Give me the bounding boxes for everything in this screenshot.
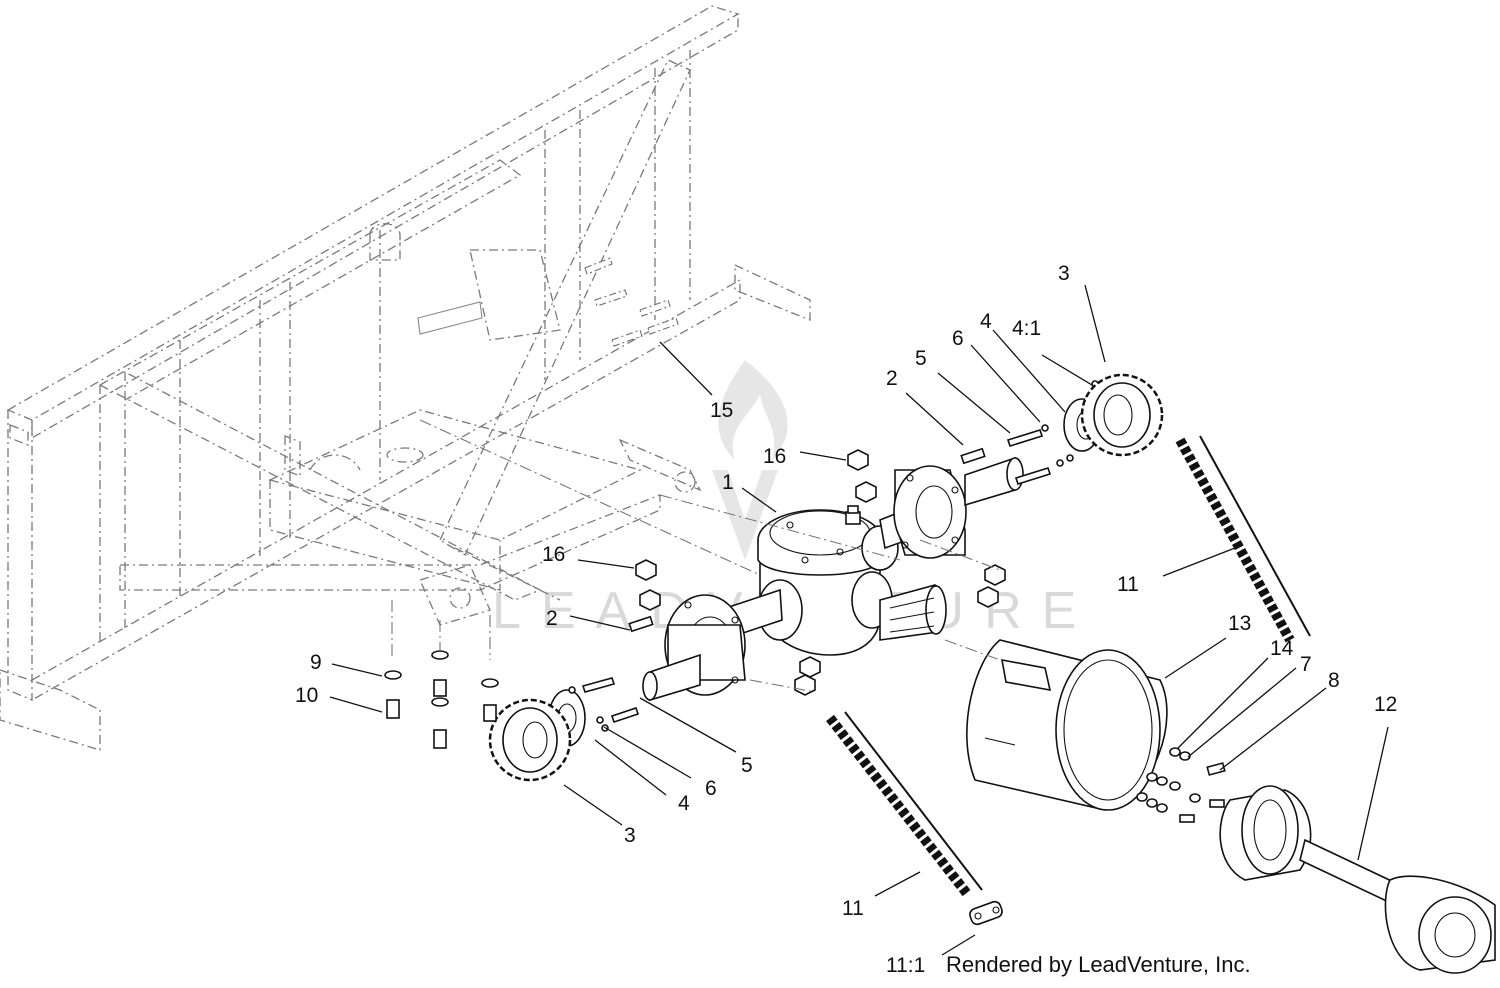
- callout-12: 12: [1374, 693, 1397, 716]
- callout-10: 10: [295, 684, 318, 707]
- callout-3-left: 3: [624, 824, 636, 847]
- callout-6-left: 6: [705, 777, 717, 800]
- assembly-centerlines: [419, 419, 1001, 693]
- callout-11-upper: 11: [1117, 573, 1139, 596]
- shield-hardware: [1136, 747, 1226, 823]
- left-sprocket: [488, 698, 572, 782]
- callout-4-right: 4: [980, 310, 992, 333]
- callout-13: 13: [1228, 612, 1251, 635]
- callout-16-right: 16: [763, 445, 786, 468]
- left-sprocket-assembly: [488, 677, 640, 782]
- nuts: [635, 449, 1006, 696]
- callout-3-right: 3: [1058, 262, 1070, 285]
- mower-frame: [0, 5, 811, 751]
- callout-5-right: 5: [915, 347, 927, 370]
- right-sprocket-assembly: [1006, 373, 1164, 485]
- chain-upper: [1175, 435, 1311, 643]
- callout-11-1: 11:1: [886, 954, 925, 977]
- callout-8: 8: [1328, 669, 1340, 692]
- keys: [628, 447, 986, 633]
- leader-lines: [329, 284, 1389, 956]
- callout-4-left: 4: [678, 792, 690, 815]
- callout-14: 14: [1270, 637, 1294, 660]
- callout-6-right: 6: [952, 327, 964, 350]
- chain-lower: [826, 711, 983, 899]
- left-bearing-flange: [642, 594, 746, 702]
- hitch-hardware: [384, 650, 499, 749]
- callout-1: 1: [722, 471, 734, 494]
- right-sprocket: [1080, 373, 1164, 457]
- callout-4-1: 4:1: [1012, 317, 1041, 340]
- callout-11-lower: 11: [842, 897, 864, 920]
- callout-labels: 1 2 2 3 3 4:1 4 4 5 5 6 6 7 8 9 10 11 11…: [295, 262, 1397, 977]
- callout-7: 7: [1300, 653, 1312, 676]
- callout-2-right: 2: [886, 367, 898, 390]
- callout-9: 9: [310, 651, 322, 674]
- right-bearing-flange: [893, 456, 1024, 559]
- drive-shield: [966, 639, 1168, 811]
- chain-connector-link: [969, 900, 1003, 926]
- mounting-bolts: [584, 257, 679, 347]
- callout-16-left: 16: [542, 543, 565, 566]
- callout-15: 15: [710, 399, 733, 422]
- callout-2-left: 2: [546, 607, 558, 630]
- rendered-by-credit: Rendered by LeadVenture, Inc.: [946, 952, 1251, 977]
- pto-driveshaft: [1219, 785, 1496, 974]
- callout-5-left: 5: [741, 754, 753, 777]
